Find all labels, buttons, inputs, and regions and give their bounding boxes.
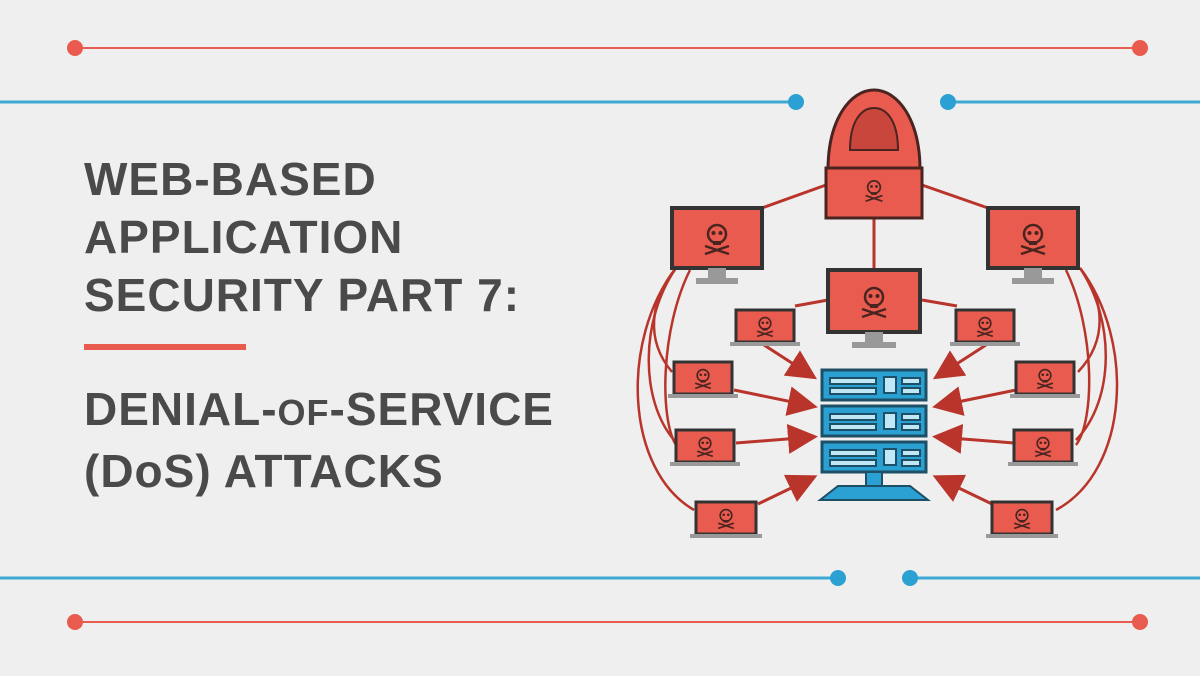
infected-monitor-right — [986, 206, 1080, 284]
title-line-1: WEB-BASED — [84, 153, 377, 205]
title-block: WEB-BASED APPLICATION SECURITY PART 7: D… — [84, 150, 604, 500]
laptop-left-3 — [670, 428, 740, 466]
laptop-left-4 — [690, 500, 762, 538]
title-divider — [84, 344, 246, 350]
laptop-right-3 — [1008, 428, 1078, 466]
title-line-5: (DoS) ATTACKS — [84, 445, 444, 497]
laptop-right-2 — [1010, 360, 1080, 398]
title-line-4: DENIAL-OF-SERVICE — [84, 380, 604, 442]
title-line-4-part-b: OF — [277, 392, 330, 433]
title-line-4-part-a: DENIAL- — [84, 383, 278, 435]
server-rack-icon — [817, 368, 931, 501]
propagation-curves — [636, 267, 1119, 512]
infected-laptops — [668, 308, 1080, 538]
infected-monitor-left — [670, 206, 764, 284]
laptop-right-4 — [986, 500, 1058, 538]
laptop-right-1 — [950, 308, 1020, 346]
frame-lines — [0, 40, 1200, 630]
infected-monitor-center — [826, 268, 922, 348]
hooded-hacker-icon — [824, 88, 924, 220]
title-line-3: SECURITY PART 7: — [84, 269, 521, 321]
title-line-4-part-c: -SERVICE — [329, 383, 554, 435]
attack-arrows — [733, 343, 1017, 506]
laptop-left-1 — [730, 308, 800, 346]
laptop-left-2 — [668, 360, 738, 398]
title-line-2: APPLICATION — [84, 211, 404, 263]
control-lines — [761, 183, 989, 308]
